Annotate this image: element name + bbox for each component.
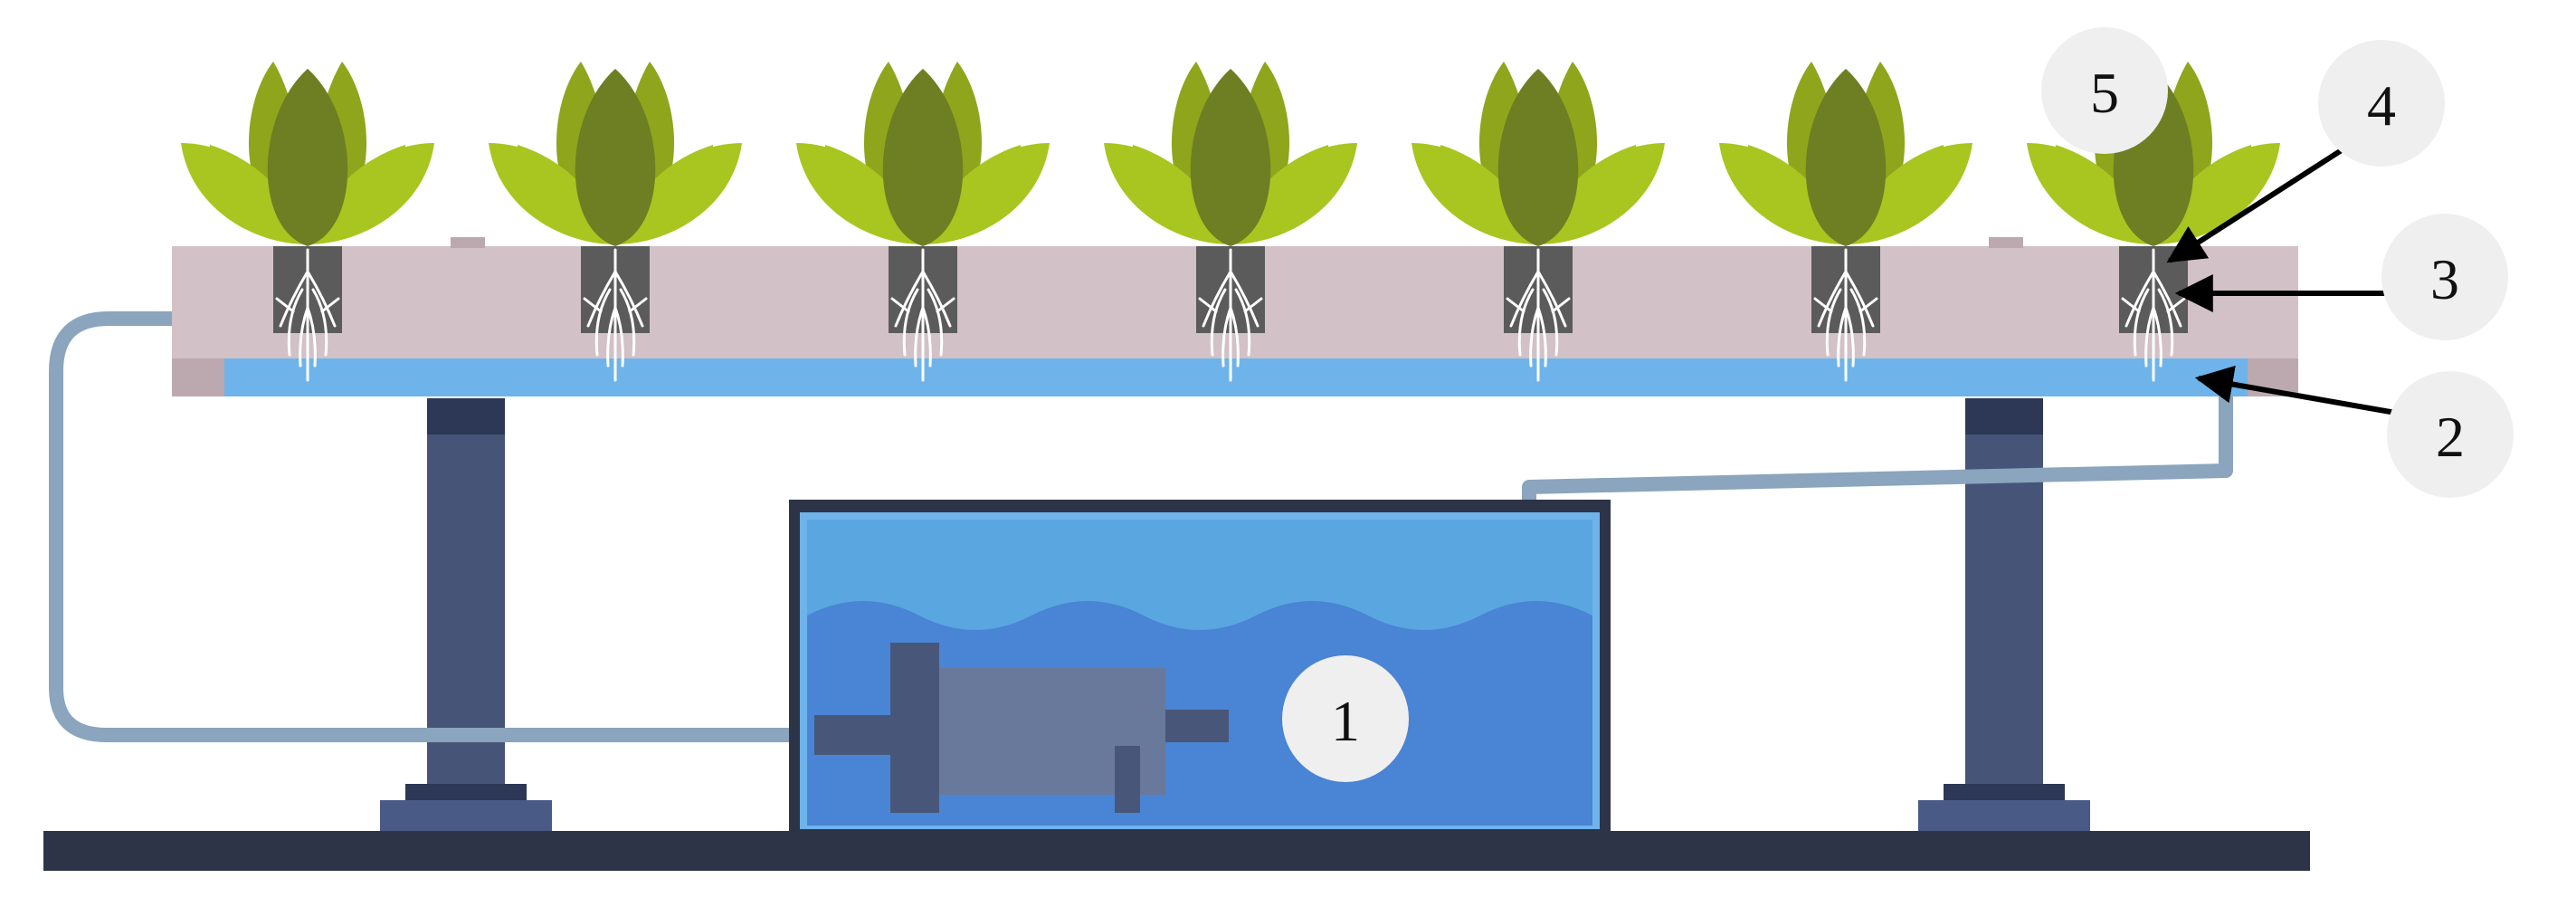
root-strand bbox=[2157, 288, 2174, 357]
root-strand bbox=[1221, 306, 1232, 368]
plant bbox=[1412, 62, 1665, 382]
root-strand bbox=[594, 288, 612, 357]
plants-row bbox=[181, 62, 2280, 382]
callout-label-5: 5 bbox=[2090, 61, 2119, 125]
plant bbox=[181, 62, 434, 382]
roots bbox=[890, 248, 955, 382]
callout-arrow-4 bbox=[2166, 144, 2349, 263]
root-strand bbox=[628, 297, 648, 313]
root-strand bbox=[1243, 297, 1263, 313]
root-strand bbox=[2152, 270, 2182, 328]
root-strand bbox=[1234, 288, 1251, 357]
root-strand bbox=[921, 306, 932, 368]
root-strand bbox=[902, 288, 919, 357]
root-strand bbox=[1844, 270, 1875, 328]
root-strand bbox=[1837, 306, 1848, 368]
root-strand bbox=[1210, 288, 1227, 357]
callout-4: 4 bbox=[2318, 40, 2445, 167]
callout-arrow-2 bbox=[2194, 365, 2428, 421]
root-strand bbox=[606, 306, 617, 368]
return-pipe bbox=[49, 311, 822, 742]
roots bbox=[583, 248, 648, 382]
root-strand bbox=[2121, 297, 2141, 313]
callout-3: 3 bbox=[2381, 214, 2508, 340]
root-strand bbox=[2124, 270, 2155, 328]
root-strand bbox=[2133, 288, 2150, 357]
root-strand bbox=[1858, 297, 1878, 313]
roots bbox=[2121, 248, 2186, 382]
root-strand bbox=[936, 297, 955, 313]
root-strand bbox=[890, 297, 910, 313]
root-strand bbox=[306, 306, 317, 368]
root-strand bbox=[613, 306, 624, 368]
roots bbox=[1506, 248, 1571, 382]
root-strand bbox=[1536, 306, 1547, 368]
callout-2: 2 bbox=[2387, 371, 2514, 498]
right-support-leg bbox=[1918, 398, 2090, 831]
roots bbox=[1198, 248, 1263, 382]
root-strand bbox=[1542, 288, 1559, 357]
root-strand bbox=[1551, 297, 1571, 313]
left-support-leg bbox=[380, 398, 552, 831]
leaf-center bbox=[1805, 69, 1887, 246]
plant bbox=[1104, 62, 1357, 382]
root-strand bbox=[320, 297, 340, 313]
plant bbox=[796, 62, 1050, 382]
plant bbox=[489, 62, 742, 382]
root-strand bbox=[1844, 306, 1855, 368]
root-strand bbox=[306, 270, 337, 328]
leaf-center bbox=[575, 69, 656, 246]
base-floor bbox=[43, 831, 2310, 871]
root-strand bbox=[619, 288, 636, 357]
root-strand bbox=[1229, 306, 1240, 368]
root-strand bbox=[2152, 306, 2163, 368]
root-strand bbox=[275, 297, 295, 313]
root-strand bbox=[613, 270, 644, 328]
root-strand bbox=[583, 297, 603, 313]
root-strand bbox=[894, 270, 925, 328]
root-strand bbox=[921, 270, 952, 328]
callout-label-4: 4 bbox=[2367, 73, 2396, 138]
root-strand bbox=[1813, 297, 1833, 313]
pump bbox=[814, 643, 1229, 813]
leaf-center bbox=[267, 69, 348, 246]
root-strand bbox=[311, 288, 328, 357]
root-strand bbox=[1509, 270, 1540, 328]
root-strand bbox=[1825, 288, 1842, 357]
callout-label-1: 1 bbox=[1331, 689, 1360, 753]
callout-5: 5 bbox=[2041, 27, 2168, 154]
root-strand bbox=[914, 306, 925, 368]
plant bbox=[1719, 62, 1972, 382]
root-strand bbox=[1529, 306, 1540, 368]
root-strand bbox=[586, 270, 617, 328]
callout-label-3: 3 bbox=[2430, 247, 2459, 311]
root-strand bbox=[1536, 270, 1567, 328]
callout-label-2: 2 bbox=[2436, 405, 2465, 469]
leaf-center bbox=[882, 69, 964, 246]
root-strand bbox=[287, 288, 304, 357]
root-strand bbox=[1202, 270, 1232, 328]
root-strand bbox=[299, 306, 309, 368]
roots bbox=[275, 248, 340, 382]
root-strand bbox=[1517, 288, 1535, 357]
nutrient-film bbox=[224, 358, 2248, 396]
root-strand bbox=[2144, 306, 2155, 368]
feed-pipe bbox=[1522, 385, 2233, 554]
root-strand bbox=[927, 288, 944, 357]
leaf-center bbox=[1497, 69, 1579, 246]
callout-1: 1 bbox=[1282, 655, 1409, 782]
plant bbox=[2027, 62, 2280, 382]
root-strand bbox=[1506, 297, 1526, 313]
leaf-center bbox=[1190, 69, 1271, 246]
root-strand bbox=[1229, 270, 1259, 328]
root-strand bbox=[1198, 297, 1218, 313]
root-strand bbox=[1849, 288, 1867, 357]
root-strand bbox=[1817, 270, 1848, 328]
root-strand bbox=[279, 270, 309, 328]
roots bbox=[1813, 248, 1878, 382]
